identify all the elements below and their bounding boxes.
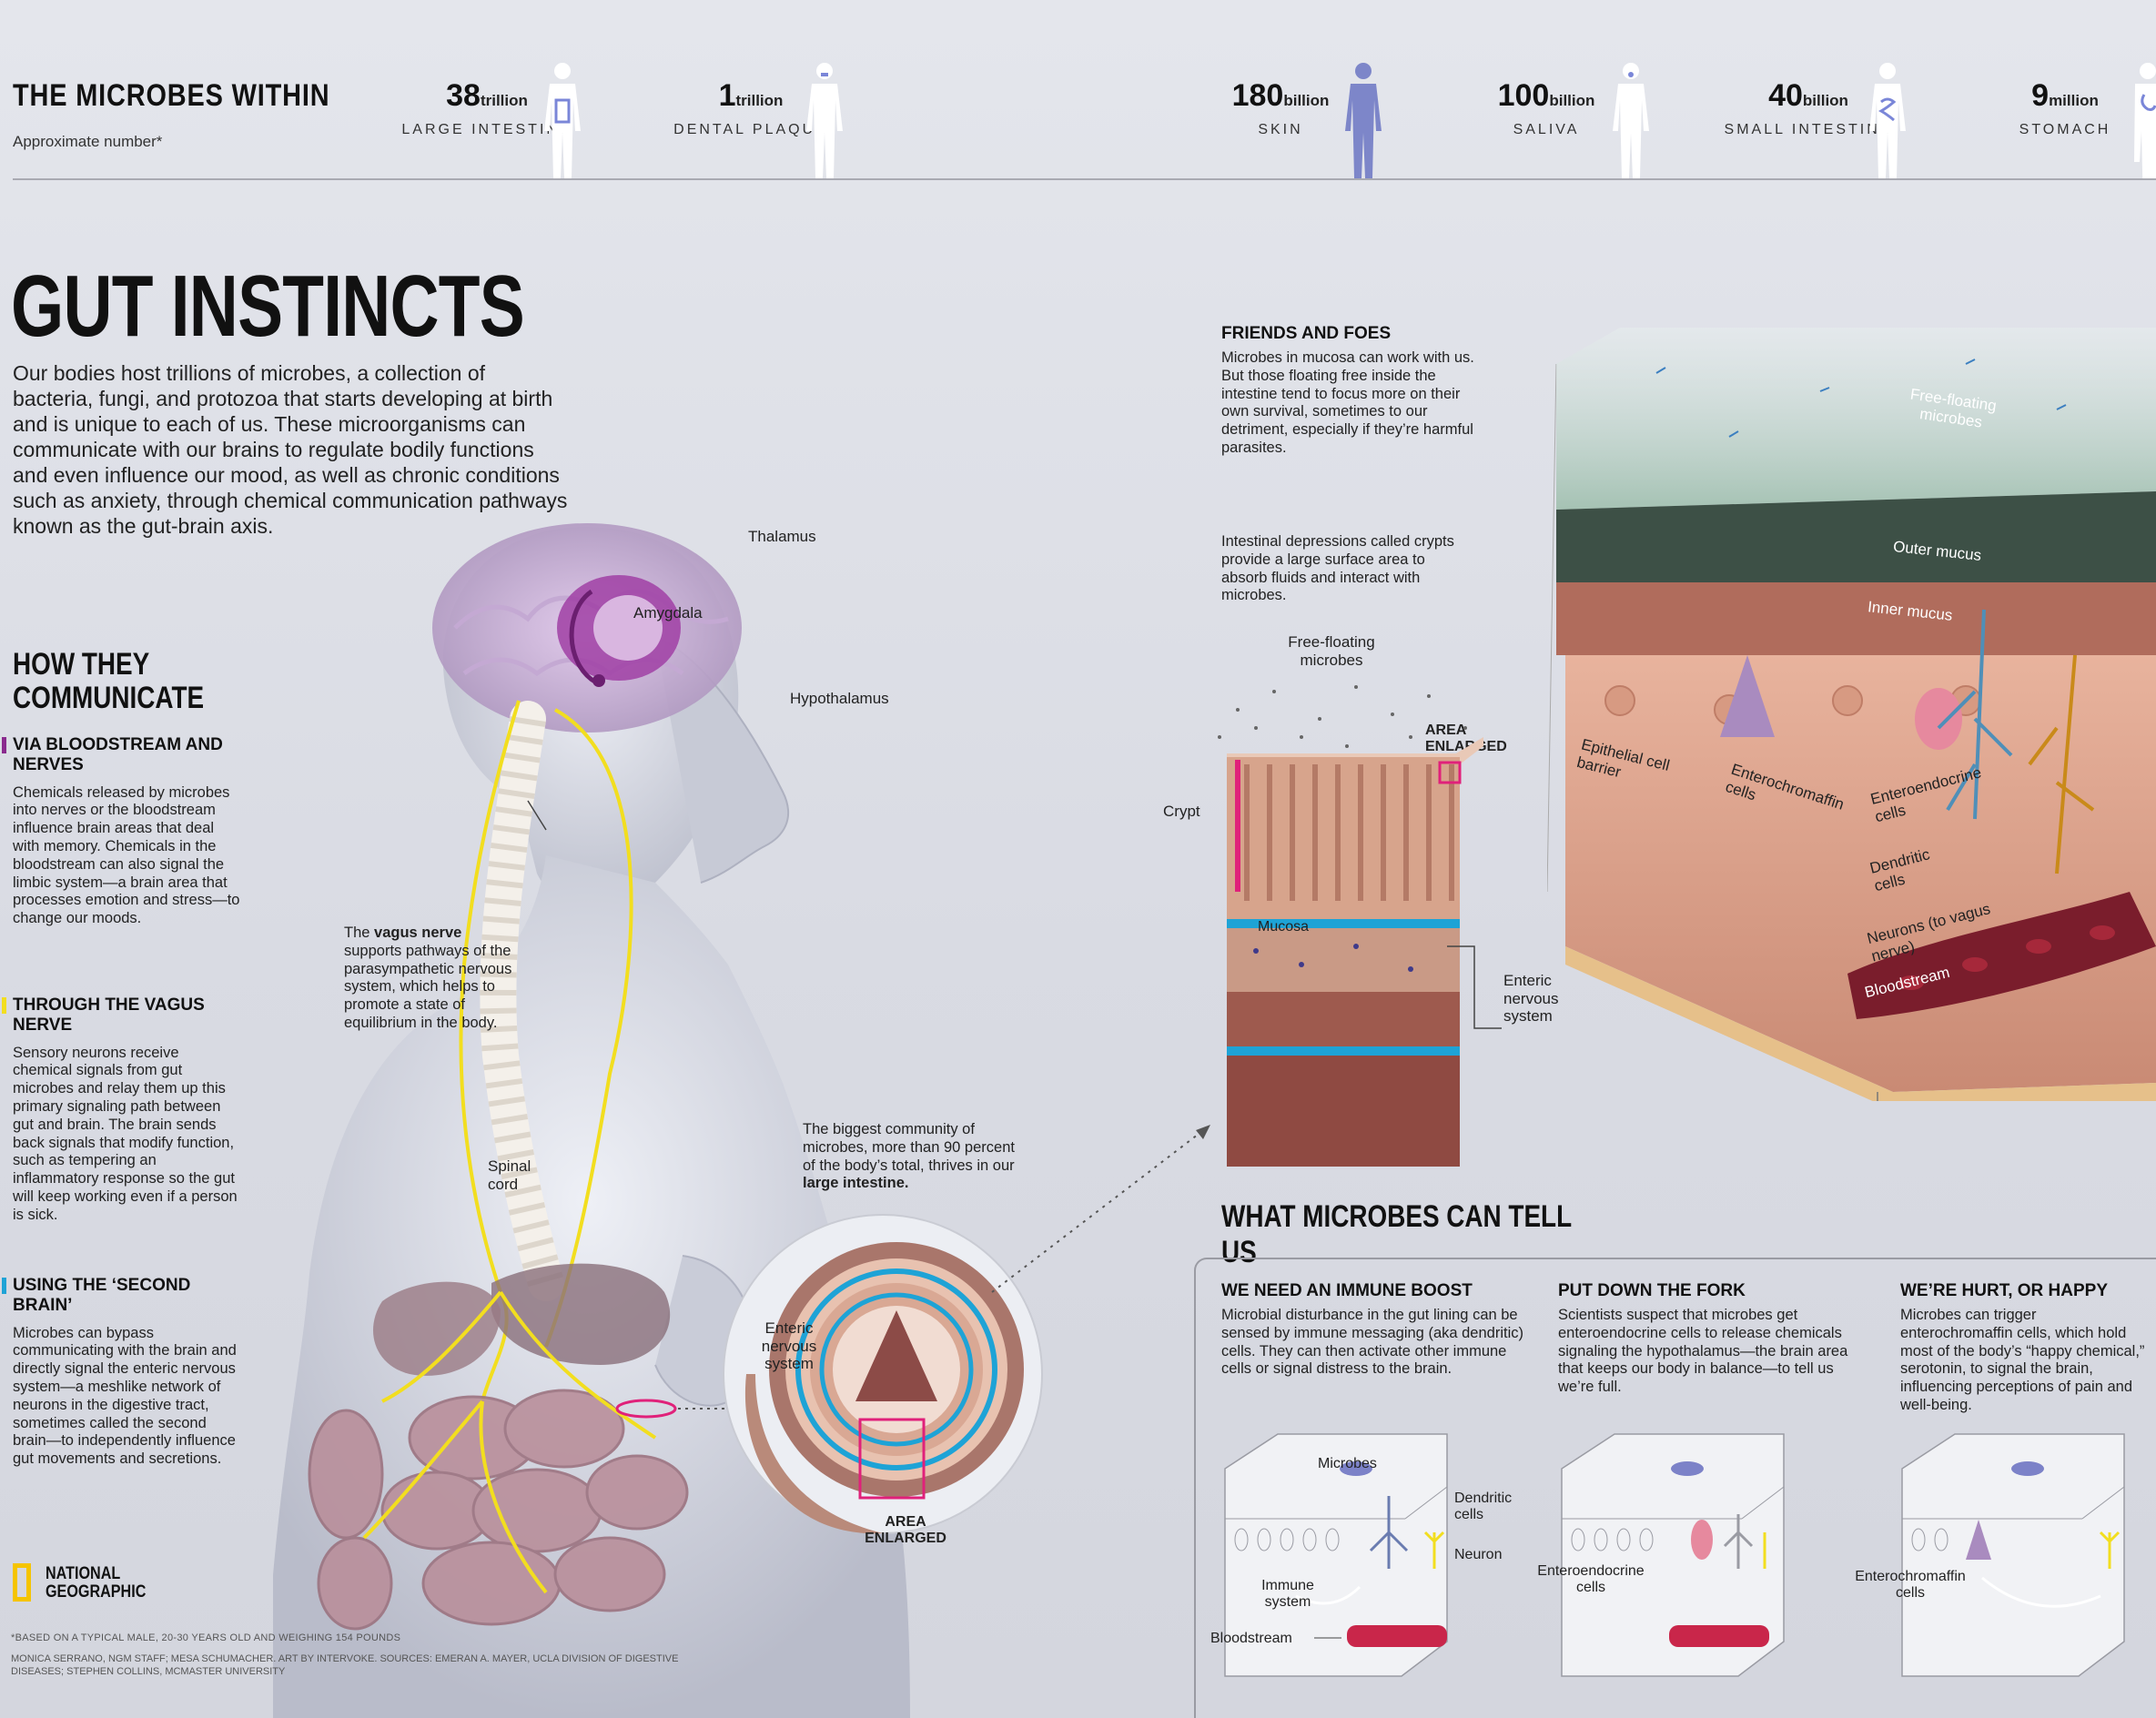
label-enterochromaffin-d3: Enterochromaffin cells xyxy=(1855,1569,1966,1602)
stat-number: 100 xyxy=(1497,78,1550,113)
stat-number: 40 xyxy=(1768,78,1803,113)
section-heading: THROUGH THE VAGUS NERVE xyxy=(13,995,205,1035)
label-area-enlarged-tissue: AREA ENLARGED xyxy=(1425,723,1507,755)
stat-unit: billion xyxy=(1802,92,1848,109)
stat-unit: billion xyxy=(1549,92,1595,109)
label-spinal-cord: Spinal cord xyxy=(488,1157,531,1193)
diagram-enteroendocrine xyxy=(1561,1433,1785,1677)
vagus-nerve-bold: vagus nerve xyxy=(374,925,462,941)
stat-saliva: 100billion SALIVA xyxy=(1460,78,1633,139)
header-subtitle: Approximate number* xyxy=(13,133,163,150)
stat-stomach: 9million STOMACH xyxy=(1979,78,2151,139)
stat-number: 9 xyxy=(2031,78,2050,113)
section-heading: VIA BLOODSTREAM AND NERVES xyxy=(13,735,223,774)
section-body: Sensory neurons receive chemical signals… xyxy=(13,1044,238,1223)
how-they-communicate-title: HOW THEY COMMUNICATE xyxy=(13,647,251,716)
label-area-enlarged-cross: AREA ENLARGED xyxy=(865,1514,946,1547)
stat-unit: trillion xyxy=(735,92,784,109)
body-figure-saliva-icon xyxy=(1613,63,1649,178)
section-heading: USING THE ‘SECOND BRAIN’ xyxy=(13,1276,191,1315)
stat-unit: billion xyxy=(1283,92,1330,109)
intestine-cross-section xyxy=(723,1214,1043,1534)
label-free-floating-small: Free-floating microbes xyxy=(1288,633,1375,669)
section-body: Microbes can bypass communicating with t… xyxy=(13,1324,237,1468)
body-figure-large-intestine-icon xyxy=(544,63,581,178)
label-enteric-tissue: Enteric nervous system xyxy=(1503,972,1559,1026)
stat-unit: million xyxy=(2049,92,2099,109)
stat-number: 1 xyxy=(718,78,736,113)
stat-dental-plaque: 1trillion DENTAL PLAQUE xyxy=(664,78,837,139)
label-enteroendocrine-d2: Enteroendocrine cells xyxy=(1537,1563,1645,1596)
friends-foes-title: FRIENDS AND FOES xyxy=(1221,324,1392,343)
section-color-marker xyxy=(2,737,6,753)
section-color-marker xyxy=(2,1278,6,1294)
friends-foes-body: Microbes in mucosa can work with us. But… xyxy=(1221,349,1474,456)
crypts-note: Intestinal depressions called crypts pro… xyxy=(1221,533,1454,604)
stat-number: 38 xyxy=(446,78,481,113)
stat-label: SMALL INTESTINE xyxy=(1724,122,1893,137)
body-figure-stomach-icon xyxy=(2134,63,2156,180)
section-color-marker xyxy=(2,997,6,1014)
stat-label: STOMACH xyxy=(2019,122,2111,137)
header-divider xyxy=(13,178,2156,180)
label-bloodstream-d1: Bloodstream xyxy=(1210,1631,1292,1646)
stat-label: LARGE INTESTINE xyxy=(401,122,572,137)
label-amygdala: Amygdala xyxy=(633,604,703,622)
mucosa-block-illustration xyxy=(1547,328,2156,1101)
header-title: THE MICROBES WITHIN xyxy=(13,78,330,113)
diagram-immune xyxy=(1224,1433,1448,1677)
connector-arrow xyxy=(991,1125,1210,1293)
card-heading: WE’RE HURT, OR HAPPY xyxy=(1900,1281,2109,1300)
card-immune-boost: WE NEED AN IMMUNE BOOST Microbial distur… xyxy=(1221,1281,1531,1379)
large-intestine-note: The biggest community of microbes, more … xyxy=(803,1121,1015,1192)
card-body: Scientists suspect that microbes get ent… xyxy=(1558,1307,1848,1396)
stat-skin: 180billion SKIN xyxy=(1194,78,1367,139)
large-intestine-bold: large intestine. xyxy=(803,1175,909,1192)
section-second-brain: USING THE ‘SECOND BRAIN’ Microbes can by… xyxy=(2,1276,240,1469)
label-dendritic-d1: Dendritic cells xyxy=(1454,1491,1513,1523)
body-figure-small-intestine-icon xyxy=(1869,63,1906,178)
card-heading: PUT DOWN THE FORK xyxy=(1558,1281,1746,1300)
body-figure-dental-icon xyxy=(806,63,843,178)
card-heading: WE NEED AN IMMUNE BOOST xyxy=(1221,1281,1473,1300)
card-body: Microbial disturbance in the gut lining … xyxy=(1221,1307,1523,1378)
stat-number: 180 xyxy=(1231,78,1284,113)
label-immune-d1: Immune system xyxy=(1261,1578,1314,1611)
label-neuron-d1: Neuron xyxy=(1454,1547,1503,1562)
stat-label: DENTAL PLAQUE xyxy=(673,122,828,137)
intro-paragraph: Our bodies host trillions of microbes, a… xyxy=(13,361,568,539)
section-vagus-nerve: THROUGH THE VAGUS NERVE Sensory neurons … xyxy=(2,995,240,1225)
label-thalamus: Thalamus xyxy=(748,528,816,545)
label-microbes-d1: Microbes xyxy=(1318,1456,1377,1471)
what-microbes-frame xyxy=(1194,1258,2156,1718)
tissue-column-illustration xyxy=(1218,685,1502,1167)
body-figure-skin-icon xyxy=(1345,63,1382,178)
stat-unit: trillion xyxy=(480,92,528,109)
yellow-border-icon xyxy=(13,1563,31,1602)
vagus-nerve-note: The vagus nerve supports pathways of the… xyxy=(344,925,512,1031)
stat-small-intestine: 40billion SMALL INTESTINE xyxy=(1722,78,1895,139)
footnote: *BASED ON A TYPICAL MALE, 20-30 YEARS OL… xyxy=(11,1632,401,1643)
stat-label: SKIN xyxy=(1258,122,1303,137)
stat-large-intestine: 38trillion LARGE INTESTINE xyxy=(400,78,573,139)
label-mucosa: Mucosa xyxy=(1258,919,1310,935)
card-hurt-or-happy: WE’RE HURT, OR HAPPY Microbes can trigge… xyxy=(1900,1281,2151,1415)
label-hypothalamus: Hypothalamus xyxy=(790,690,889,707)
card-body: Microbes can trigger enterochromaffin ce… xyxy=(1900,1307,2145,1413)
logo-text: NATIONAL GEOGRAPHIC xyxy=(46,1564,147,1602)
section-bloodstream: VIA BLOODSTREAM AND NERVES Chemicals rel… xyxy=(2,735,240,928)
how-title-text: HOW THEY COMMUNICATE xyxy=(13,647,205,716)
section-body: Chemicals released by microbes into nerv… xyxy=(13,783,240,927)
label-enteric-cross: Enteric nervous system xyxy=(761,1319,817,1373)
national-geographic-logo: NATIONAL GEOGRAPHIC xyxy=(13,1563,167,1607)
stat-label: SALIVA xyxy=(1513,122,1580,137)
what-microbes-title: WHAT MICROBES CAN TELL US xyxy=(1221,1199,1572,1269)
diagram-enterochromaffin xyxy=(1901,1433,2125,1677)
card-put-down-fork: PUT DOWN THE FORK Scientists suspect tha… xyxy=(1558,1281,1868,1397)
label-crypt: Crypt xyxy=(1163,803,1200,820)
page-title: GUT INSTINCTS xyxy=(11,258,525,355)
credits: MONICA SERRANO, NGM STAFF; MESA SCHUMACH… xyxy=(11,1653,679,1678)
